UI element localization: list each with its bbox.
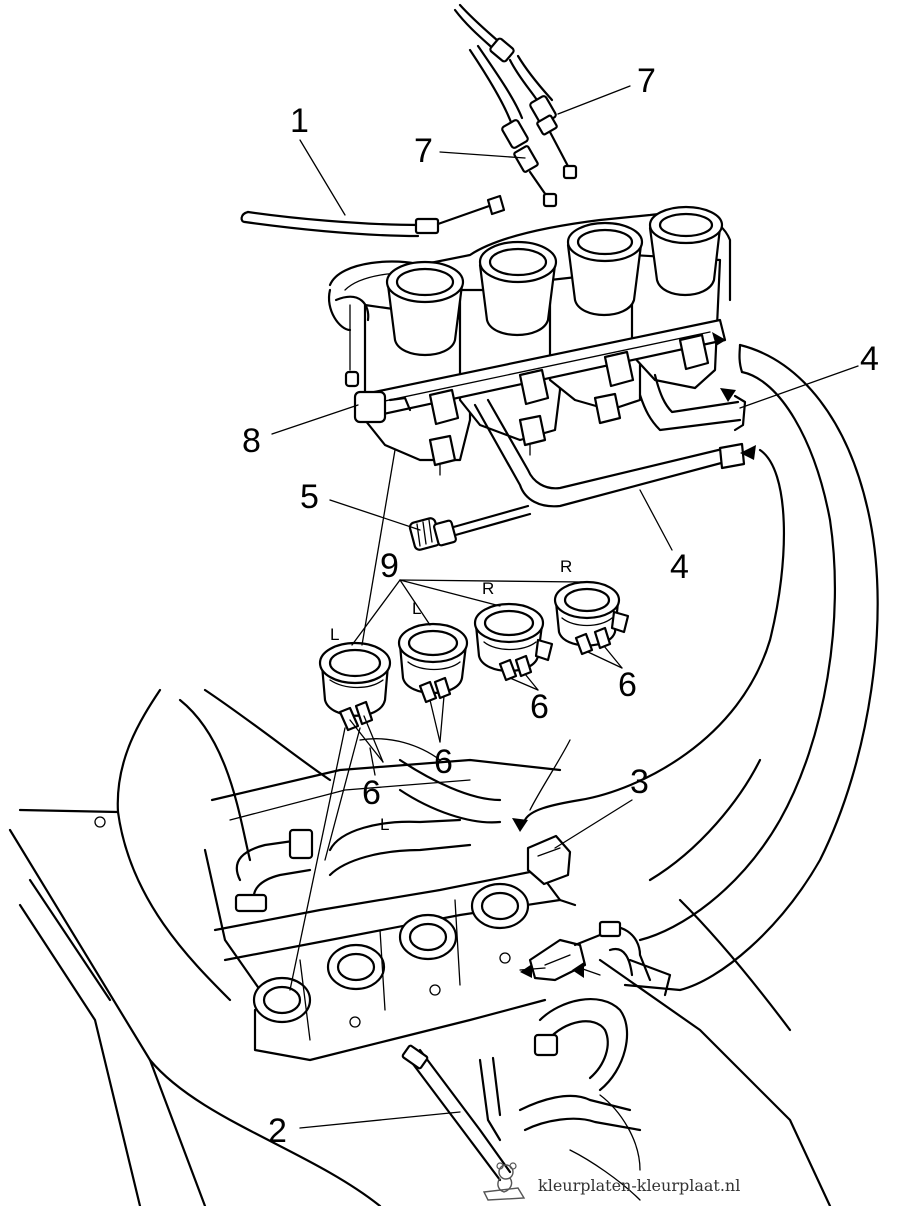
side-mark-r-1: R (482, 579, 494, 598)
callout-4-upper: 4 (860, 340, 879, 378)
throttle-cable-1 (240, 194, 506, 238)
map-sensor (526, 834, 577, 907)
vacuum-fitting (528, 933, 602, 982)
callout-7-upper: 7 (637, 62, 656, 100)
idle-adjuster (408, 504, 532, 551)
callout-labels: 1 7 7 8 4 4 5 9 6 6 6 6 6 3 2 L L R R L (242, 62, 879, 1150)
callout-2: 2 (268, 1112, 287, 1150)
callout-4-lower: 4 (670, 548, 689, 586)
side-mark-r-2: R (560, 557, 572, 576)
throttle-body-bank (327, 205, 747, 508)
callout-9: 9 (380, 547, 399, 585)
side-mark-l-1: L (330, 625, 339, 644)
callout-6-a: 6 (618, 666, 637, 704)
arrow-heads (512, 332, 756, 978)
callout-7-lower: 7 (414, 132, 433, 170)
callout-6-c: 6 (434, 743, 453, 781)
breather-hose (523, 343, 879, 992)
watermark-logo-icon (482, 1162, 526, 1201)
callout-8: 8 (242, 422, 261, 460)
boot-2 (397, 622, 469, 704)
boot-1 (318, 641, 392, 732)
callout-5: 5 (300, 478, 319, 516)
boot-4 (553, 580, 630, 656)
frame-and-engine (8, 688, 832, 1206)
callout-6-b: 6 (530, 688, 549, 726)
intake-port-row (252, 882, 530, 1028)
side-mark-l-3: L (380, 815, 389, 834)
intake-boots (318, 580, 630, 732)
leader-lines (271, 85, 859, 1129)
side-mark-l-2: L (412, 599, 421, 618)
pull-cables-7 (453, 3, 578, 208)
callout-6-d: 6 (362, 774, 381, 812)
watermark-text: kleurplaten-kleurplaat.nl (538, 1176, 741, 1195)
boot-3 (473, 602, 554, 682)
velocity-stacks (385, 205, 724, 357)
callout-1: 1 (290, 102, 309, 140)
callout-3: 3 (630, 763, 649, 801)
